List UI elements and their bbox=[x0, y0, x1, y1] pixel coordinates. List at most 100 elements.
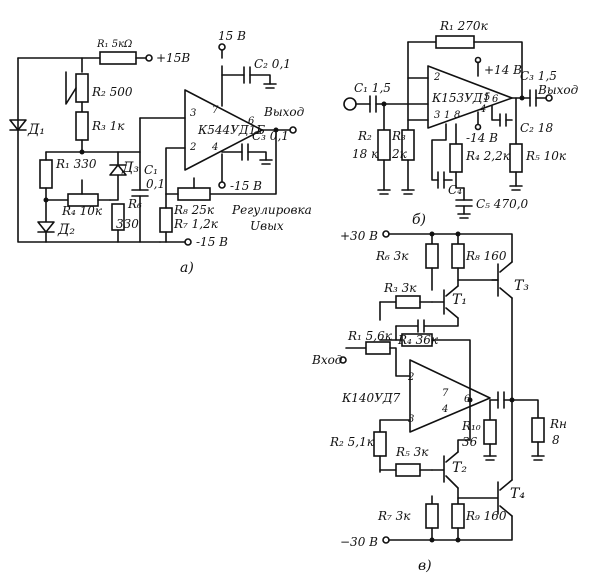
input-jack[interactable] bbox=[343, 97, 357, 111]
wire bbox=[379, 419, 411, 433]
c4-label: C₄ bbox=[448, 183, 462, 197]
wire bbox=[503, 399, 539, 419]
ground bbox=[263, 83, 277, 89]
resistor-r6 bbox=[425, 243, 439, 269]
r10-label: R₁₀ bbox=[461, 419, 481, 433]
r10-value: 36 bbox=[462, 435, 478, 449]
resistor-r7 bbox=[425, 503, 439, 529]
wire bbox=[455, 171, 465, 189]
resistor-r10 bbox=[483, 419, 497, 445]
r1-label: R₁ 5,6к bbox=[347, 329, 393, 343]
wire bbox=[389, 347, 411, 377]
pin3-label: 3 bbox=[408, 414, 414, 425]
adjust-label-1: Регулировка bbox=[231, 203, 312, 217]
r6-value: 330 bbox=[116, 217, 139, 231]
output-terminal[interactable] bbox=[545, 94, 553, 102]
output-label: Выход bbox=[263, 105, 305, 119]
wiper bbox=[65, 71, 77, 105]
opamp-c bbox=[409, 359, 491, 433]
wire bbox=[457, 399, 471, 453]
pin5-label: 5 bbox=[484, 92, 490, 103]
r2-label: R₂ 5,1к bbox=[329, 435, 375, 449]
r4-label: R₄ 36к bbox=[397, 333, 439, 347]
ground bbox=[401, 189, 415, 195]
pin4-label: 4 bbox=[441, 404, 448, 415]
pin2-label: 2 bbox=[189, 142, 196, 153]
adjust-label-2: Uвых bbox=[250, 219, 284, 233]
c2-label: C₂ 18 bbox=[520, 121, 553, 135]
opamp-a-label: К544УД1Б bbox=[197, 123, 265, 137]
terminal bbox=[218, 181, 226, 189]
r2-label: R₂ 500 bbox=[91, 85, 133, 99]
wire bbox=[109, 174, 119, 201]
r1-label: R₁ 5кΩ bbox=[96, 39, 132, 50]
r2-label: R₂ bbox=[357, 129, 372, 143]
resistor-r2 bbox=[377, 129, 391, 161]
capacitor-c3 bbox=[529, 89, 537, 107]
r7-label: R₇ 1,2к bbox=[173, 217, 219, 231]
ground bbox=[457, 213, 471, 219]
rail-neg-label: -15 В bbox=[196, 235, 228, 249]
r3-label: R₃ bbox=[391, 129, 406, 143]
circuit-a-label: а) bbox=[180, 260, 194, 276]
pin6-label: 6 bbox=[492, 94, 499, 105]
resistor-r8 bbox=[451, 243, 465, 269]
terminal bbox=[184, 238, 192, 246]
circuit-c: +30 В R₆ 3к R₈ 160 T₁ R₃ 3к T₃ R₄ 36к bbox=[311, 229, 567, 574]
output-label: Выход bbox=[537, 83, 579, 97]
resistor-r5 bbox=[509, 143, 523, 173]
resistor-r2 bbox=[373, 431, 387, 457]
resistor-r5 bbox=[395, 463, 421, 477]
ground bbox=[377, 189, 391, 195]
wire bbox=[209, 129, 277, 195]
r9-label: R₉ 160 bbox=[465, 509, 507, 523]
pin7-label: 7 bbox=[212, 105, 219, 116]
junction bbox=[455, 231, 461, 237]
capacitor-c2 bbox=[243, 66, 251, 84]
opamp-b-label: К153УД1 bbox=[431, 91, 490, 105]
r8-label: R₈ 160 bbox=[465, 249, 507, 263]
wire bbox=[407, 41, 429, 79]
output-terminal[interactable] bbox=[289, 126, 297, 134]
ground bbox=[259, 159, 273, 165]
capacitor-feedback bbox=[395, 317, 459, 333]
r5-label: R₅ 3к bbox=[395, 445, 429, 459]
capacitor-output bbox=[497, 391, 505, 409]
circuit-b-label: б) bbox=[412, 212, 426, 228]
t3-label: T₃ bbox=[514, 278, 529, 294]
circuit-b: R₁ 270к C₁ 1,5 R₂ 18 к R₃ 2к К153УД1 2 3… bbox=[343, 19, 579, 228]
terminal bbox=[218, 43, 226, 51]
terminal bbox=[382, 230, 390, 238]
r6-label: R₆ 3к bbox=[375, 249, 409, 263]
resistor-r4 bbox=[449, 143, 463, 173]
r3-label: R₃ 1к bbox=[91, 119, 125, 133]
t1-label: T₁ bbox=[452, 292, 467, 308]
neg-rail-label: −30 В bbox=[340, 535, 378, 549]
wire bbox=[431, 123, 447, 181]
capacitor-c3 bbox=[241, 143, 249, 161]
c3-label: C₃ 0,1 bbox=[252, 129, 289, 143]
c1-value: 0,1 bbox=[146, 177, 165, 191]
r6-label: R₆ bbox=[127, 197, 142, 211]
rn-label: Rн bbox=[549, 417, 567, 431]
r1-label: R₁ 270к bbox=[439, 19, 489, 33]
pin7-label: 7 bbox=[442, 388, 449, 399]
r8-label: R₈ 25к bbox=[173, 203, 215, 217]
wire bbox=[473, 41, 523, 99]
junction bbox=[381, 101, 387, 107]
resistor-r7 bbox=[159, 207, 173, 233]
input-terminal[interactable] bbox=[339, 356, 347, 364]
r1b-label: R₁ 330 bbox=[55, 157, 97, 171]
pin4-label: 4 bbox=[479, 104, 486, 115]
resistor-r1 bbox=[365, 341, 391, 355]
pin6-label: 6 bbox=[464, 394, 471, 405]
junction bbox=[429, 231, 435, 237]
junction bbox=[79, 149, 85, 155]
pin2-label: 2 bbox=[407, 372, 414, 383]
resistor-r1 bbox=[99, 51, 137, 65]
opamp-c-label: К140УД7 bbox=[341, 391, 401, 405]
transistor-t3 bbox=[491, 261, 513, 299]
wire bbox=[491, 105, 501, 121]
